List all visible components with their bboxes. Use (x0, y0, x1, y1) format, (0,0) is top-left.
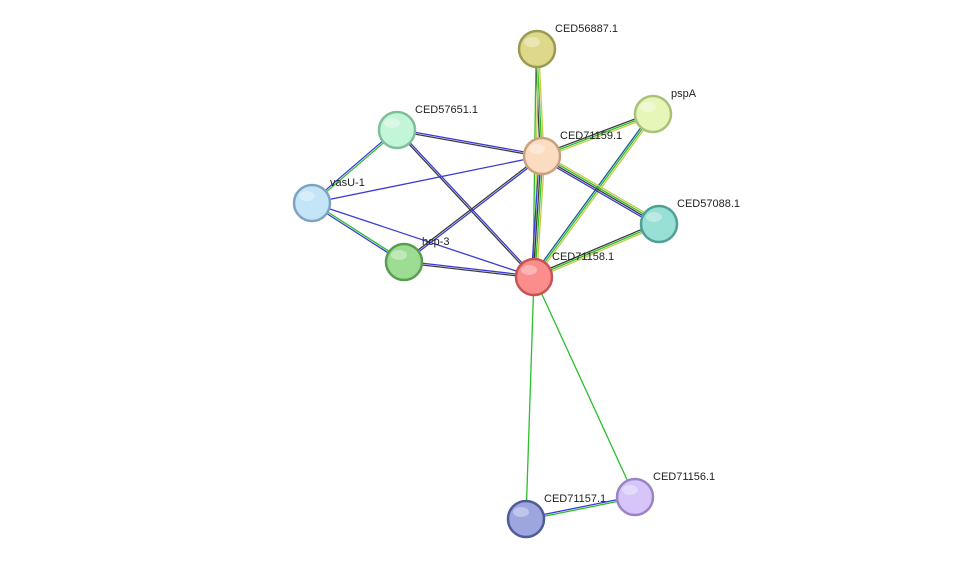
edge-line (533, 221, 659, 276)
edge-line (534, 114, 655, 279)
edge-line (404, 156, 543, 264)
node-highlight (646, 212, 662, 222)
node-circle[interactable] (633, 94, 673, 134)
node-circle[interactable] (514, 257, 554, 297)
edge-hcp-3-CED71158.1[interactable] (403, 260, 535, 279)
edge-CED71159.1-CED71158.1[interactable] (530, 155, 546, 278)
edge-line (397, 128, 543, 156)
edge-line (541, 113, 654, 157)
edge-CED71158.1-CED71157.1[interactable] (525, 276, 535, 520)
edge-line (540, 157, 658, 227)
node-vasU-1[interactable]: vasU-1 (292, 177, 365, 223)
edge-line (534, 156, 544, 278)
edge-vasU-1-CED71159.1[interactable] (311, 155, 543, 204)
node-circle[interactable] (506, 499, 546, 539)
edge-line (532, 112, 653, 277)
edge-vasU-1-CED71158.1[interactable] (311, 202, 535, 278)
edge-line (532, 155, 542, 277)
node-highlight (622, 485, 638, 495)
edge-line (403, 262, 534, 279)
edge-pspA-CED71158.1[interactable] (532, 112, 655, 279)
node-CED57651.1[interactable]: CED57651.1 (377, 104, 478, 150)
node-label: CED71159.1 (560, 130, 622, 142)
edge-pspA-CED71159.1[interactable] (541, 111, 654, 159)
node-circle[interactable] (522, 136, 562, 176)
node-highlight (640, 102, 656, 112)
node-highlight (524, 37, 540, 47)
node-CED56887.1[interactable]: CED56887.1 (517, 23, 618, 69)
node-label: vasU-1 (330, 177, 365, 189)
node-circle[interactable] (377, 110, 417, 150)
edge-CED57088.1-CED71158.1[interactable] (533, 221, 660, 280)
node-label: CED57088.1 (677, 198, 740, 210)
node-label: hcp-3 (422, 236, 450, 248)
node-CED71159.1[interactable]: CED71159.1 (522, 130, 622, 176)
edge-CED71159.1-CED57088.1[interactable] (540, 153, 661, 227)
node-label: CED71158.1 (552, 251, 614, 263)
node-label: pspA (671, 88, 697, 100)
edge-line (403, 154, 542, 262)
edge-line (541, 111, 653, 155)
node-label: CED56887.1 (555, 23, 618, 35)
edges-layer (310, 48, 661, 521)
node-circle[interactable] (292, 183, 332, 223)
node-highlight (529, 144, 545, 154)
node-label: CED71156.1 (653, 471, 715, 483)
node-highlight (521, 265, 537, 275)
edge-CED71159.1-hcp-3[interactable] (403, 154, 543, 264)
node-circle[interactable] (639, 204, 679, 244)
edge-line (541, 156, 659, 226)
edge-line (543, 153, 661, 223)
edge-line (533, 276, 636, 498)
node-circle[interactable] (384, 242, 424, 282)
edge-line (542, 115, 654, 159)
edge-CED57651.1-CED71159.1[interactable] (396, 128, 543, 158)
edge-line (534, 225, 660, 280)
node-label: CED71157.1 (544, 493, 606, 505)
edge-CED57651.1-CED71158.1[interactable] (395, 128, 536, 279)
edge-line (395, 130, 534, 279)
edge-line (533, 113, 654, 278)
edge-line (533, 223, 660, 278)
node-CED71158.1[interactable]: CED71158.1 (514, 251, 614, 297)
node-circle[interactable] (517, 29, 557, 69)
node-CED71156.1[interactable]: CED71156.1 (615, 471, 715, 517)
node-pspA[interactable]: pspA (633, 88, 697, 134)
edge-line (396, 130, 542, 158)
edge-line (530, 155, 540, 277)
node-hcp-3[interactable]: hcp-3 (384, 236, 450, 282)
node-circle[interactable] (615, 477, 655, 517)
edge-line (525, 276, 535, 520)
edge-line (542, 154, 660, 224)
node-highlight (513, 507, 529, 517)
edge-CED71158.1-CED71156.1[interactable] (533, 276, 636, 498)
edge-line (536, 156, 546, 278)
edge-line (404, 260, 535, 277)
edge-line (311, 202, 535, 278)
node-CED57088.1[interactable]: CED57088.1 (639, 198, 740, 244)
node-CED71157.1[interactable]: CED71157.1 (506, 493, 606, 539)
node-highlight (384, 118, 400, 128)
node-highlight (299, 191, 315, 201)
node-highlight (391, 250, 407, 260)
edge-line (311, 155, 543, 204)
node-label: CED57651.1 (415, 104, 478, 116)
edge-line (397, 128, 536, 277)
